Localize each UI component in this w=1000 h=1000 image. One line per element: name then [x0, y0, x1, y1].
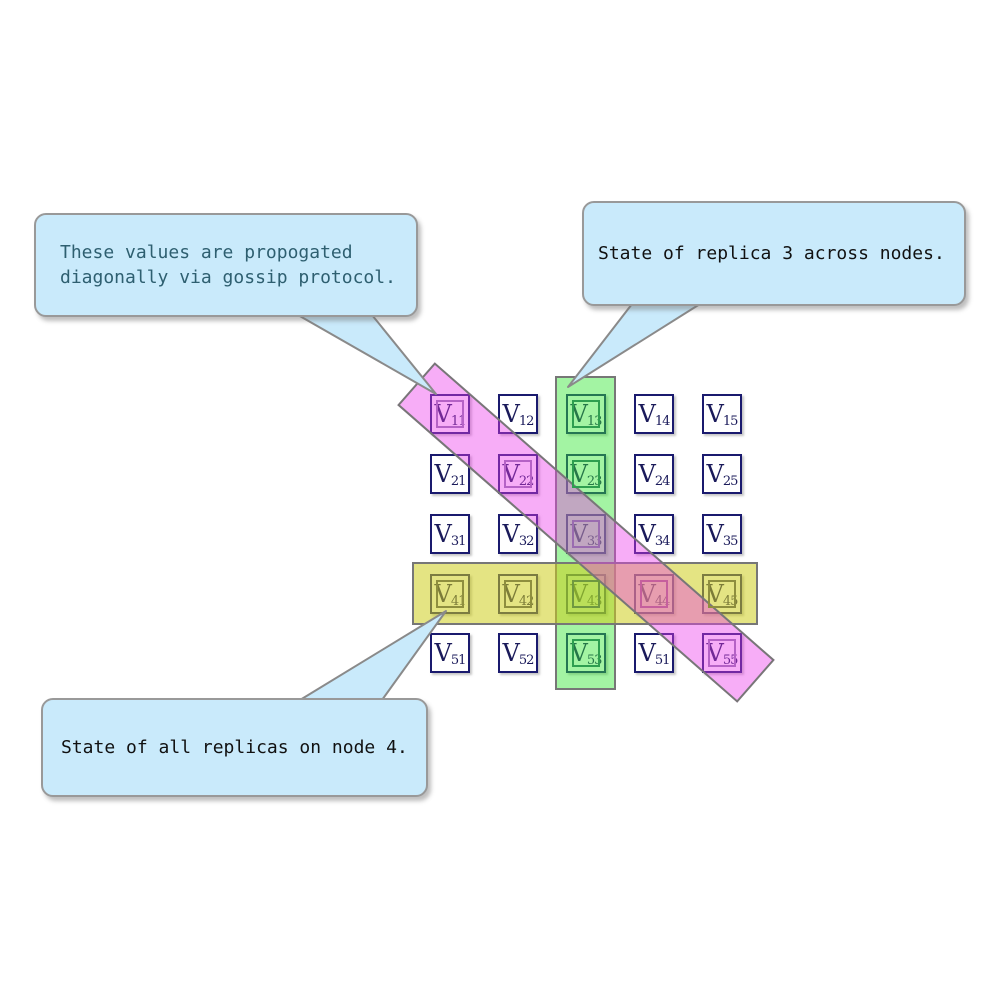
- cell-subscript: 34: [654, 533, 671, 549]
- ring-v45: [708, 580, 736, 608]
- cell-letter: V: [434, 520, 452, 548]
- cell-letter: V: [638, 520, 656, 548]
- cell-subscript: 51: [654, 652, 671, 668]
- cell-subscript: 31: [450, 533, 467, 549]
- ring-v42: [504, 580, 532, 608]
- cell-letter: V: [502, 400, 520, 428]
- cell-letter: V: [638, 639, 656, 667]
- node4-row-highlight: [412, 562, 758, 625]
- cell-letter: V: [706, 460, 724, 488]
- cell-letter: V: [434, 460, 452, 488]
- cell-subscript: 12: [518, 413, 535, 429]
- cell-letter: V: [502, 520, 520, 548]
- ring-v44: [640, 580, 668, 608]
- gossip-callout: These values are propogated diagonally v…: [34, 213, 418, 317]
- cell-subscript: 35: [722, 533, 739, 549]
- gossip-callout-line2: diagonally via gossip protocol.: [60, 267, 396, 288]
- cell-letter: V: [434, 400, 452, 428]
- cell-letter: V: [570, 400, 588, 428]
- cell-subscript: 25: [722, 473, 739, 489]
- cell-letter: V: [570, 460, 588, 488]
- gossip-callout-line1: These values are propogated: [60, 242, 353, 263]
- cell-letter: V: [570, 639, 588, 667]
- node4-callout-line1: State of all replicas on node 4.: [61, 737, 408, 758]
- cell-letter: V: [502, 639, 520, 667]
- node4-callout: State of all replicas on node 4.: [41, 698, 428, 797]
- replica-callout-tail: [567, 303, 701, 388]
- cell-letter: V: [638, 400, 656, 428]
- cell-subscript: 32: [518, 533, 535, 549]
- cell-letter: V: [706, 639, 724, 667]
- cell-subscript: 51: [450, 652, 467, 668]
- gossip-callout-tail: [297, 314, 437, 395]
- cell-letter: V: [570, 520, 588, 548]
- cell-subscript: 24: [654, 473, 671, 489]
- cell-letter: V: [434, 639, 452, 667]
- ring-v11: [436, 400, 464, 428]
- cell-letter: V: [706, 520, 724, 548]
- ring-v41: [436, 580, 464, 608]
- cell-subscript: 21: [450, 473, 467, 489]
- ring-v55: [708, 639, 736, 667]
- replica-callout-line1: State of replica 3 across nodes.: [598, 243, 945, 264]
- cell-subscript: 14: [654, 413, 671, 429]
- replica3-column-highlight: [555, 376, 616, 690]
- cell-subscript: 15: [722, 413, 739, 429]
- replica-callout: State of replica 3 across nodes.: [582, 201, 966, 306]
- ring-v33: [572, 520, 600, 548]
- cell-letter: V: [706, 400, 724, 428]
- ring-v23: [572, 460, 600, 488]
- ring-v43: [572, 580, 600, 608]
- cell-subscript: 52: [518, 652, 535, 668]
- ring-v53: [572, 639, 600, 667]
- ring-v22: [504, 460, 532, 488]
- ring-v13: [572, 400, 600, 428]
- cell-letter: V: [638, 460, 656, 488]
- cell-letter: V: [502, 460, 520, 488]
